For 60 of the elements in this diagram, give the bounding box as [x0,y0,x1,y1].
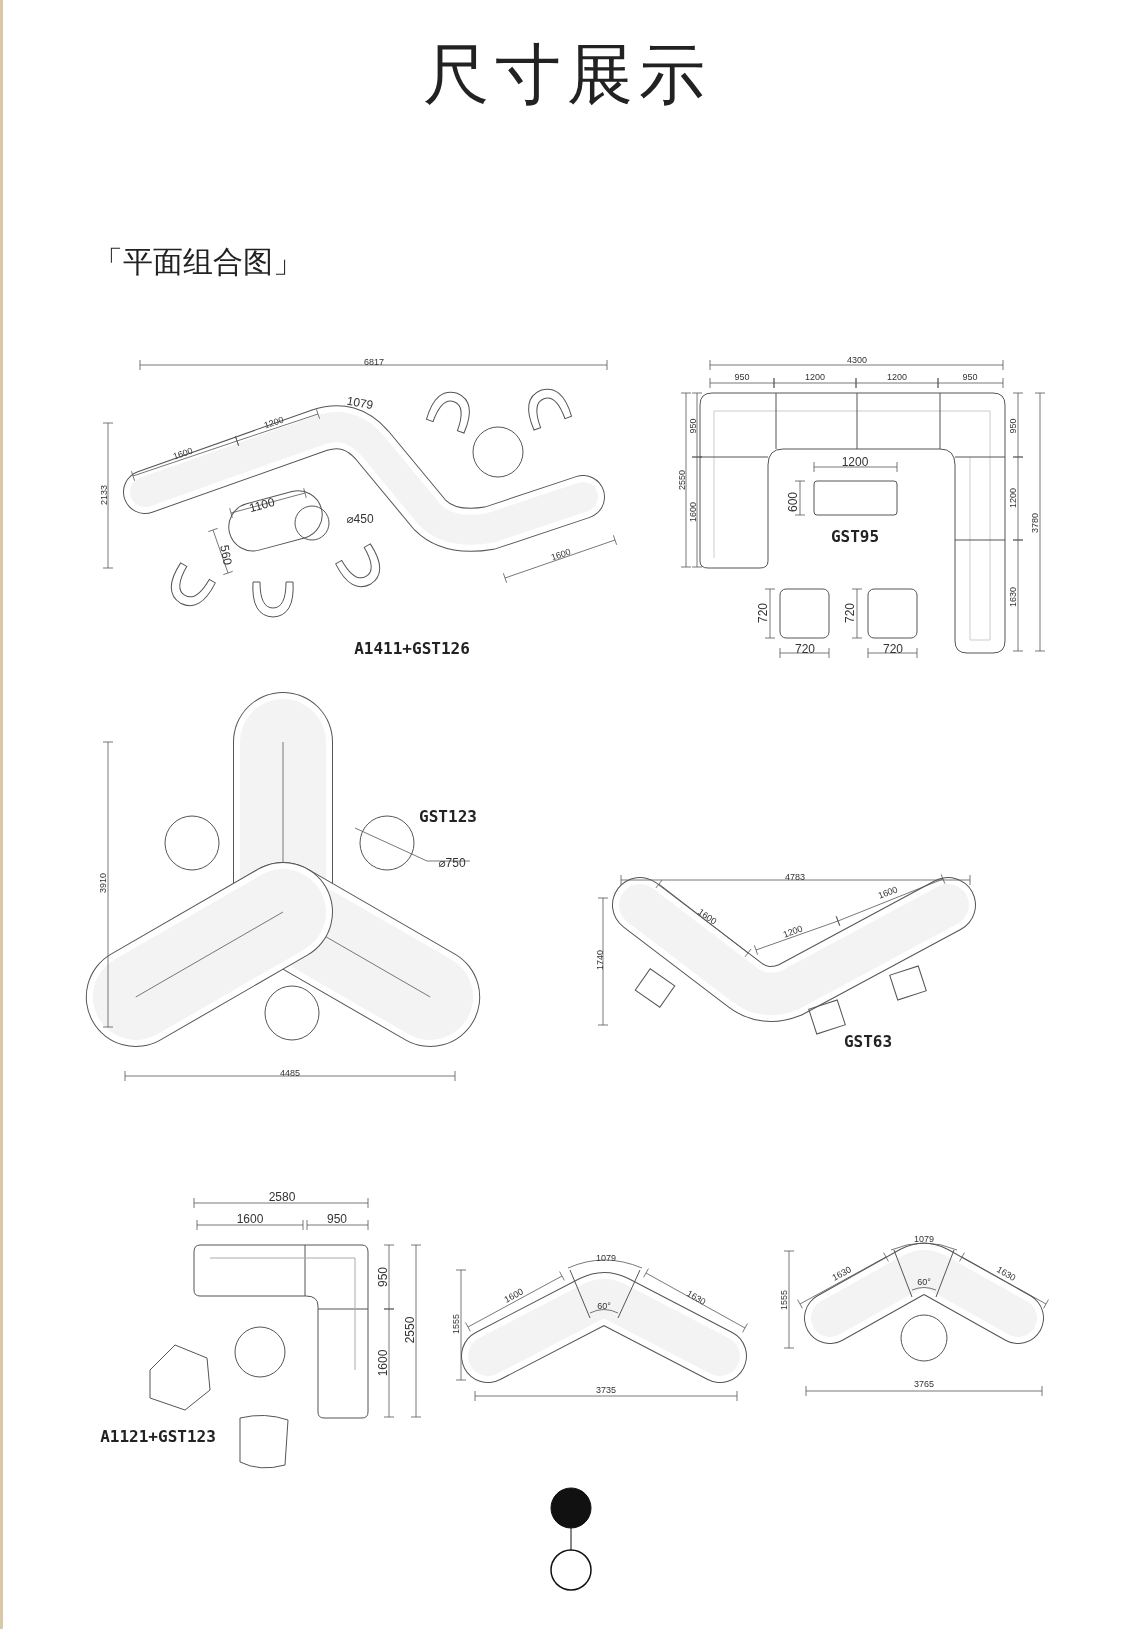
dimension-label: 1079 [914,1234,934,1244]
dimension-label: 1600 [696,907,718,927]
dimension-label: 1555 [779,1290,789,1310]
dimension-label: 6817 [364,357,384,367]
dimension-label: 2133 [99,485,109,505]
dimension-label: 720 [795,643,815,655]
dimension-label: ⌀450 [346,513,374,525]
dimension-label: 950 [327,1213,347,1225]
dimension-label: 1079 [596,1253,616,1263]
dimension-label: 1600 [377,1349,389,1377]
dimension-label: 2580 [268,1191,296,1203]
dimension-label: 4485 [280,1068,300,1078]
dimension-label: 1200 [1008,488,1018,508]
model-label: A1411+GST126 [354,641,470,657]
dimension-label: 600 [787,492,799,512]
model-label: GST63 [843,1034,893,1050]
dimension-label: 1630 [685,1289,707,1307]
dimension-label: 4300 [847,355,867,365]
dimension-label: 1600 [877,885,899,901]
dimension-label: 720 [757,603,769,623]
dimension-label: 1630 [995,1265,1017,1283]
dimension-label: 3765 [914,1379,934,1389]
dimension-label: 720 [844,603,856,623]
model-label: A1121+GST123 [100,1429,216,1445]
dimension-label: 950 [377,1267,389,1287]
dimension-label: 950 [688,418,698,434]
dimension-label: 1200 [841,456,869,468]
model-label: GST123 [419,809,477,825]
dimension-label: 1600 [503,1287,525,1305]
dimension-label: 950 [734,372,750,382]
dimension-label: 1100 [248,495,276,515]
dimension-label: 950 [962,372,978,382]
dimension-label: 60° [597,1301,611,1311]
dimension-label: 1200 [805,372,825,382]
dimension-label: 1630 [1008,587,1018,607]
dimension-label: 1079 [345,394,375,412]
subheading: 「平面组合图」 [93,247,303,277]
dimension-label: 560 [218,544,234,566]
dimension-label: 1200 [782,924,804,940]
dimension-label: 1740 [595,950,605,970]
dimension-label: 60° [917,1277,931,1287]
dimension-label: 1600 [688,502,698,522]
dimension-label: ⌀750 [438,857,466,869]
dimension-label: 2550 [677,470,687,490]
dimension-label: 950 [1008,418,1018,434]
dimension-label: 3735 [596,1385,616,1395]
dimension-label: 1200 [263,415,285,431]
dimension-label: 1600 [550,547,572,563]
dimension-label: 3780 [1030,513,1040,533]
dimension-label: 1600 [236,1213,264,1225]
dimension-label: 720 [883,643,903,655]
dimension-label: 4783 [785,872,805,882]
dimension-label: 2550 [404,1316,416,1344]
page-title: 尺寸展示 [423,35,711,115]
dimension-label: 1630 [831,1265,853,1283]
model-label: GST95 [830,529,880,545]
dimension-label: 1600 [172,446,194,462]
dimension-label: 1555 [451,1314,461,1334]
dimension-label: 3910 [98,873,108,893]
dimension-label: 1200 [887,372,907,382]
